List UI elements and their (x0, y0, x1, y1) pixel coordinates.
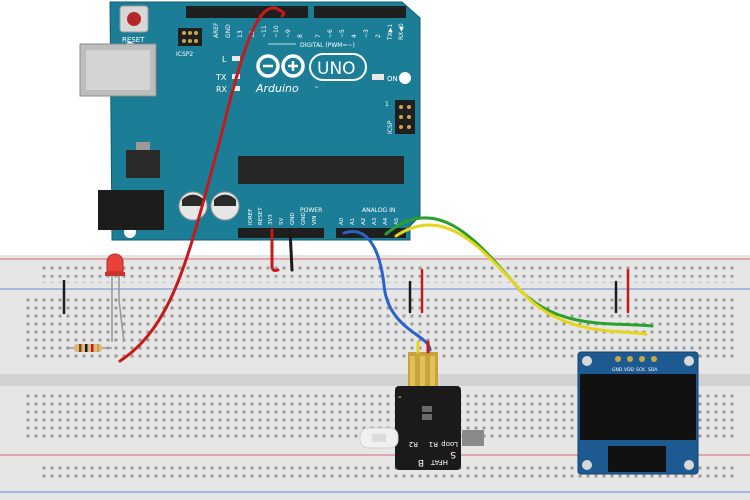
pin-rx0-label: RX◀0 (398, 23, 405, 40)
pin-tx1-label: TX▶1 (387, 24, 394, 41)
pin-reset-label: RESET (258, 207, 264, 225)
uno-label: UNO (317, 59, 356, 79)
red-wire-pin13 (118, 6, 286, 363)
oled-pin-vdd-label: VDD (624, 367, 635, 373)
oled-screen (580, 374, 696, 440)
atmega-chip (238, 156, 404, 184)
power-header (238, 228, 324, 238)
pin-11-label: ~11 (261, 25, 268, 38)
blue-wire-a0 (342, 230, 432, 352)
center-channel (0, 374, 750, 386)
sensor-hfat-label: HFAT (430, 458, 448, 466)
pin-ioref-label: IOREF (248, 209, 254, 225)
pin-3-label: ~3 (363, 29, 370, 38)
oled-ribbon (608, 446, 666, 472)
pin-13-label: 13 (237, 30, 244, 38)
pin-a2-label: A2 (361, 218, 367, 225)
icsp-pin1-label: 1 (385, 101, 389, 108)
pin-a3-label: A3 (372, 217, 378, 225)
led-rx-label: RX (216, 85, 228, 94)
bottom-rail-holes-1 (38, 462, 738, 470)
dc-power-jack (98, 190, 164, 230)
on-label: ON (387, 75, 398, 83)
icsp-label: ICSP (387, 120, 394, 134)
pin-a5-label: A5 (394, 217, 400, 225)
svg-text:™: ™ (314, 86, 319, 92)
pin-7-label: 7 (315, 34, 322, 38)
top-rail-holes-1 (38, 263, 738, 271)
voltage-regulator (126, 150, 160, 178)
pin-6-label: ~6 (327, 29, 334, 38)
sensor-minus-label: - (398, 392, 402, 403)
led-leg (118, 299, 125, 343)
black-wire-gnd (288, 228, 294, 272)
red-led (105, 253, 125, 343)
led-l-label: L (222, 55, 227, 64)
oled-pin-sda-label: SDA (648, 367, 658, 373)
reset-button-cap (127, 12, 141, 26)
power-label: POWER (300, 207, 322, 214)
led-tx-label: TX (215, 73, 227, 82)
sensor-r1-label: R1 (429, 440, 438, 448)
led-l (232, 56, 240, 61)
analog-in-label: ANALOG IN (362, 207, 395, 214)
upper-terminal-holes (22, 296, 738, 360)
pin-5-label: ~5 (339, 29, 346, 38)
digital-pwm-label: DIGITAL (PWM=~) (300, 42, 355, 49)
digital-header (186, 6, 406, 18)
pin-gnd2-label: GND (301, 212, 307, 225)
icsp-header: ICSP 1 (385, 100, 415, 134)
sensor-r2-label: R2 (409, 440, 418, 448)
reset-label: RESET (122, 36, 145, 44)
resistor (66, 344, 112, 352)
top-rail-holes-2 (38, 275, 738, 283)
sensor-b-label: B (418, 457, 424, 467)
oled-pin-gnd-label: GND (612, 367, 623, 373)
icsp2-label: ICSP2 (176, 51, 193, 58)
pin-vin-label: VIN (312, 216, 318, 226)
magnet-icon (462, 430, 484, 446)
led-on (372, 74, 384, 80)
capacitor (210, 191, 240, 221)
icsp2-header: ICSP2 (176, 28, 202, 58)
pin-2-label: 2 (375, 34, 382, 38)
arduino-uno-board: RESET ICSP2 AREF GND 13 12 ~11 ~10 ~9 8 … (79, 1, 421, 241)
sensor-s-label: S (450, 449, 456, 459)
pin-10-label: ~10 (273, 25, 280, 38)
arduino-logo-icon (256, 54, 305, 78)
analog-header (336, 228, 406, 238)
pin-gnd-label: GND (225, 24, 232, 38)
oled-display: GND VDD SCK SDA (577, 351, 699, 475)
pin-4-label: 4 (351, 34, 358, 38)
wires (118, 6, 654, 363)
oled-pin-sck-label: SCK (636, 367, 646, 373)
pin-9-label: ~9 (285, 29, 292, 38)
pin-a0-label: A0 (339, 217, 345, 225)
pin-a1-label: A1 (350, 218, 356, 225)
arduino-brand-label: Arduino (255, 82, 299, 95)
pin-8-label: 8 (297, 34, 304, 38)
pin-a4-label: A4 (383, 217, 389, 225)
sensor-loop-label: Loop (441, 440, 458, 448)
bottom-rail-holes-2 (38, 474, 738, 482)
pin-5v-label: 5V (279, 218, 285, 225)
red-wire-5v (270, 228, 280, 272)
pin-gnd1-label: GND (290, 212, 296, 225)
yellow-wire-a5 (394, 223, 648, 336)
led-rx (232, 86, 240, 91)
pin-3v3-label: 3V3 (268, 214, 274, 225)
sensor-module: - S Loop R1 R2 B HFAT (359, 352, 484, 470)
pin-aref-label: AREF (213, 22, 220, 38)
mounting-hole (399, 72, 411, 84)
